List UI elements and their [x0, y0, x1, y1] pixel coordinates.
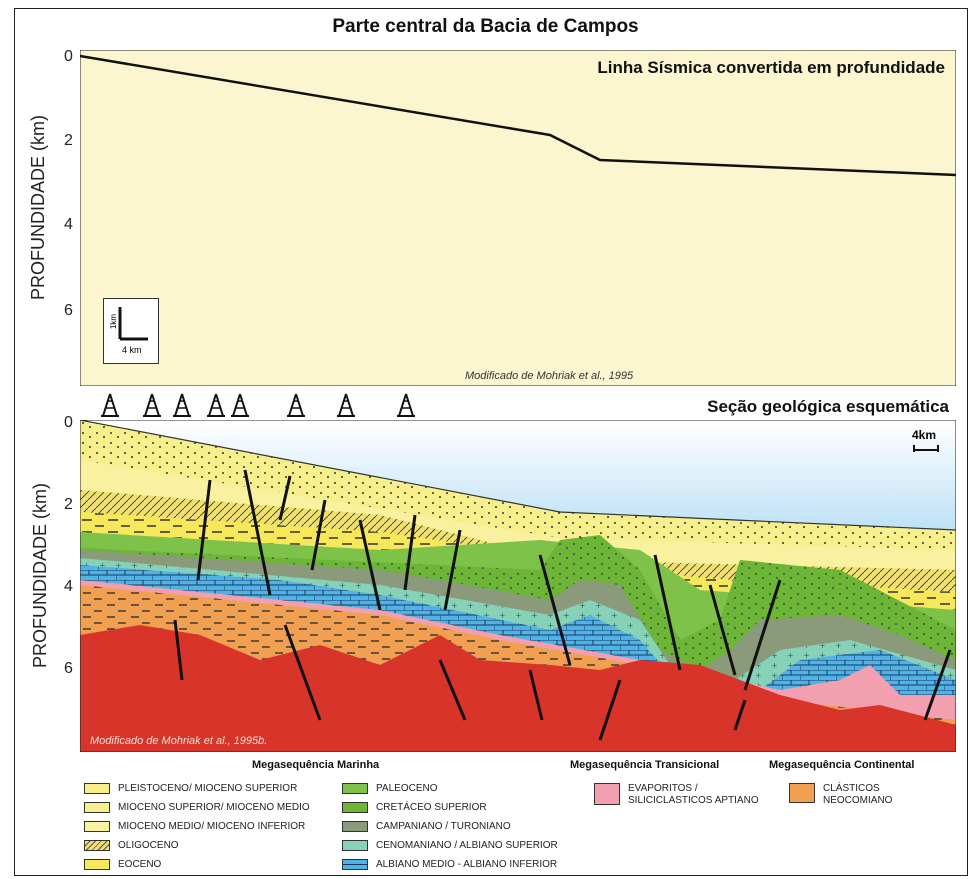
legend-item: CAMPANIANO / TURONIANO — [342, 821, 511, 833]
legend-swatch — [342, 840, 368, 851]
scale-vertical-label: 1km — [109, 314, 118, 329]
legend-label: OLIGOCENO — [118, 840, 179, 852]
well-derrick-icon — [397, 394, 415, 416]
well-derrick-icon — [207, 394, 225, 416]
megasequence-marinha: Megasequência Marinha — [252, 759, 379, 771]
well-derrick-icon — [173, 394, 191, 416]
legend-swatch — [342, 802, 368, 813]
legend-item: CENOMANIANO / ALBIANO SUPERIOR — [342, 840, 558, 852]
seismic-tick-2: 2 — [64, 132, 73, 150]
well-derrick-icon — [101, 394, 119, 416]
geological-section: + — [80, 420, 956, 752]
legend-swatch — [342, 859, 368, 870]
legend-item: MIOCENO SUPERIOR/ MIOCENO MEDIO — [84, 802, 310, 814]
megasequence-continental: Megasequência Continental — [769, 759, 914, 771]
legend-label: EOCENO — [118, 859, 161, 871]
legend-item: EOCENO — [84, 859, 161, 871]
legend-item: MIOCENO MEDIO/ MIOCENO INFERIOR — [84, 821, 305, 833]
legend-label: MIOCENO MEDIO/ MIOCENO INFERIOR — [118, 821, 305, 833]
seismic-tick-6: 6 — [64, 302, 73, 320]
well-derrick-icon — [337, 394, 355, 416]
well-derrick-icon — [143, 394, 161, 416]
legend-label: CENOMANIANO / ALBIANO SUPERIOR — [376, 840, 558, 852]
legend-item: CRETÁCEO SUPERIOR — [342, 802, 487, 814]
seismic-tick-0: 0 — [64, 48, 73, 66]
seismic-credit: Modificado de Mohriak et al., 1995 — [465, 370, 633, 382]
section-tick-0: 0 — [64, 414, 73, 432]
well-derrick-icon — [287, 394, 305, 416]
legend-item: OLIGOCENO — [84, 840, 179, 852]
legend-swatch — [84, 802, 110, 813]
section-tick-4: 4 — [64, 578, 73, 596]
legend-swatch — [84, 783, 110, 794]
legend-item: PALEOCENO — [342, 783, 438, 795]
legend-label: MIOCENO SUPERIOR/ MIOCENO MEDIO — [118, 802, 310, 814]
section-y-axis-label: PROFUNDIDADE (km) — [30, 483, 51, 668]
legend-swatch — [342, 783, 368, 794]
seismic-subtitle: Linha Sísmica convertida em profundidade — [593, 58, 949, 78]
legend-swatch — [594, 783, 620, 805]
legend-label: ALBIANO MEDIO - ALBIANO INFERIOR — [376, 859, 557, 871]
section-tick-2: 2 — [64, 496, 73, 514]
legend-label: CRETÁCEO SUPERIOR — [376, 802, 487, 814]
seismic-scale-box: 1km 4 km — [103, 298, 159, 364]
legend-item: CLÁSTICOS NEOCOMIANO — [789, 783, 919, 807]
section-subtitle: Seção geológica esquemática — [707, 397, 949, 417]
wells-row — [90, 392, 430, 418]
well-derrick-icon — [231, 394, 249, 416]
legend-label: CAMPANIANO / TURONIANO — [376, 821, 511, 833]
legend-swatch — [84, 859, 110, 870]
legend-swatch — [789, 783, 815, 803]
seismic-y-axis-label: PROFUNDIDADE (km) — [28, 115, 49, 300]
legend-item: ALBIANO MEDIO - ALBIANO INFERIOR — [342, 859, 557, 871]
section-scale-label: 4km — [912, 428, 936, 442]
legend-swatch — [342, 821, 368, 832]
legend-swatch — [84, 840, 110, 851]
legend-item: EVAPORITOS / SILICICLASTICOS APTIANO — [594, 783, 764, 807]
section-credit: Modificado de Mohriak et al., 1995b. — [90, 735, 267, 747]
megasequence-transicional: Megasequência Transicional — [570, 759, 719, 771]
legend-label: EVAPORITOS / SILICICLASTICOS APTIANO — [628, 783, 764, 807]
legend-item: PLEISTOCENO/ MIOCENO SUPERIOR — [84, 783, 297, 795]
section-scale-bar — [912, 444, 942, 454]
legend-label: PALEOCENO — [376, 783, 438, 795]
legend-swatch — [84, 821, 110, 832]
legend-label: CLÁSTICOS NEOCOMIANO — [823, 783, 919, 807]
seismic-tick-4: 4 — [64, 216, 73, 234]
seismic-line-image — [80, 50, 956, 386]
section-tick-6: 6 — [64, 660, 73, 678]
legend-label: PLEISTOCENO/ MIOCENO SUPERIOR — [118, 783, 297, 795]
main-title: Parte central da Bacia de Campos — [0, 16, 971, 38]
scale-horizontal-label: 4 km — [122, 345, 142, 355]
